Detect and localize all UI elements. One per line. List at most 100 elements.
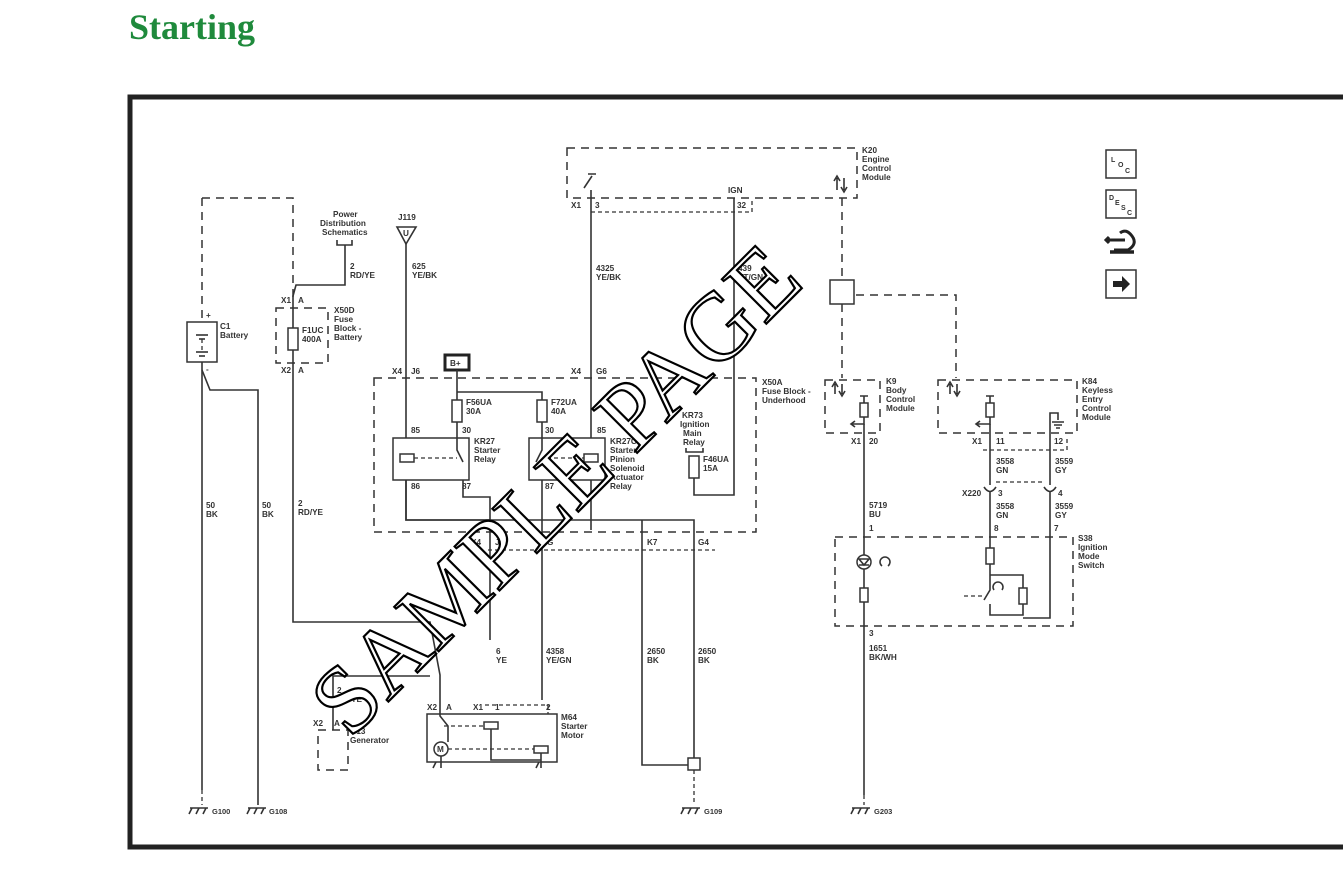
svg-text:X2: X2	[313, 719, 323, 728]
svg-text:M: M	[437, 745, 444, 754]
svg-text:Main: Main	[683, 429, 702, 438]
svg-text:Block -: Block -	[334, 324, 362, 333]
svg-text:J6: J6	[411, 367, 421, 376]
fuse-f72ua[interactable]	[536, 399, 548, 423]
svg-text:X50D: X50D	[334, 306, 355, 315]
svg-text:30: 30	[545, 426, 555, 435]
svg-text:GN: GN	[996, 511, 1008, 520]
svg-text:X50A: X50A	[762, 378, 783, 387]
svg-text:+: +	[206, 311, 211, 320]
svg-text:C1: C1	[220, 322, 231, 331]
svg-text:X1: X1	[972, 437, 982, 446]
svg-text:Fuse Block -: Fuse Block -	[762, 387, 811, 396]
svg-text:3559: 3559	[1055, 502, 1074, 511]
svg-text:2: 2	[337, 686, 342, 695]
svg-text:1651: 1651	[869, 644, 888, 653]
svg-text:C: C	[1127, 210, 1132, 217]
svg-text:VT/GN: VT/GN	[738, 273, 763, 282]
svg-text:S38: S38	[1078, 534, 1093, 543]
loc-icon[interactable]: L O C	[1105, 149, 1137, 179]
starter-motor-m64[interactable]: X2 A X1 1 2 M64 Starter Motor M	[426, 700, 588, 768]
desc-icon[interactable]: D E S C	[1105, 189, 1137, 219]
svg-text:625: 625	[412, 262, 426, 271]
svg-text:K20: K20	[862, 146, 877, 155]
svg-text:GY: GY	[1055, 511, 1067, 520]
svg-text:G13: G13	[350, 727, 366, 736]
bcm-k9[interactable]: K9 Body Control Module X1 20	[824, 377, 915, 446]
relay-kr73[interactable]: KR73 Ignition Main Relay F46UA 15A	[680, 411, 729, 479]
svg-text:BK/WH: BK/WH	[869, 653, 897, 662]
svg-text:Module: Module	[862, 173, 891, 182]
svg-text:Control: Control	[862, 164, 891, 173]
ignition-mode-switch-s38[interactable]: S38 Ignition Mode Switch 1 8 7 3	[834, 524, 1108, 638]
svg-text:30: 30	[462, 426, 472, 435]
svg-text:Underhood: Underhood	[762, 396, 806, 405]
wire-2-rdye-in	[292, 245, 346, 315]
relay-kr27[interactable]: 85 30 86 87 KR27 Starter Relay	[392, 422, 501, 491]
svg-text:GN: GN	[996, 466, 1008, 475]
connector-wrench-icon[interactable]	[1103, 229, 1136, 254]
svg-text:X4: X4	[392, 367, 402, 376]
svg-text:KR27: KR27	[474, 437, 495, 446]
svg-text:RD/YE: RD/YE	[337, 695, 363, 704]
svg-text:Starter: Starter	[561, 722, 588, 731]
svg-text:X1: X1	[281, 296, 291, 305]
svg-text:20: 20	[869, 437, 879, 446]
battery-c1[interactable]: + - C1 Battery	[186, 197, 294, 374]
next-arrow-icon[interactable]	[1105, 269, 1137, 299]
fuse-block-x50a[interactable]: X50A Fuse Block - Underhood X4 J6 X4 G6 …	[373, 367, 811, 551]
svg-text:87: 87	[545, 482, 555, 491]
ground-g100: G100	[188, 790, 230, 816]
keyless-module-k84[interactable]: K84 Keyless Entry Control Module X1 11 1…	[937, 377, 1113, 460]
svg-text:Module: Module	[1082, 413, 1111, 422]
svg-text:GY: GY	[1055, 466, 1067, 475]
svg-text:X2: X2	[427, 703, 437, 712]
svg-text:KR27C: KR27C	[610, 437, 637, 446]
svg-text:IGN: IGN	[728, 186, 743, 195]
svg-text:Schematics: Schematics	[322, 228, 368, 237]
svg-text:Body: Body	[886, 386, 907, 395]
relay-kr27c[interactable]: 30 85 87 KR27C Starter Pinion Solenoid A…	[528, 422, 645, 491]
svg-text:Solenoid: Solenoid	[610, 464, 645, 473]
svg-text:YE: YE	[496, 656, 507, 665]
b-plus-marker: B+	[443, 353, 471, 372]
svg-text:YE/GN: YE/GN	[546, 656, 572, 665]
wire-2-rdye-out	[292, 315, 441, 700]
svg-text:400A: 400A	[302, 335, 322, 344]
svg-text:4325: 4325	[596, 264, 615, 273]
svg-text:KR73: KR73	[682, 411, 703, 420]
svg-text:Relay: Relay	[683, 438, 705, 447]
svg-text:Generator: Generator	[350, 736, 390, 745]
svg-text:Ignition: Ignition	[1078, 543, 1108, 552]
svg-text:G108: G108	[269, 807, 287, 816]
svg-text:1: 1	[869, 524, 874, 533]
svg-text:4: 4	[1058, 489, 1063, 498]
fuse-f56ua[interactable]	[451, 399, 463, 423]
power-distribution-link[interactable]: Power Distribution Schematics	[320, 210, 368, 246]
wire-2650-bk-k7	[641, 520, 688, 766]
svg-text:A: A	[298, 366, 304, 375]
connector-x220[interactable]: X220 3 4	[962, 481, 1063, 498]
svg-text:C: C	[1125, 168, 1130, 175]
svg-text:50: 50	[206, 501, 216, 510]
svg-text:85: 85	[597, 426, 607, 435]
svg-text:11: 11	[996, 437, 1005, 446]
svg-text:Relay: Relay	[610, 482, 632, 491]
svg-text:A: A	[298, 296, 304, 305]
generator-g13[interactable]: G13 Generator X2 A	[313, 719, 390, 771]
svg-text:BK: BK	[262, 510, 274, 519]
svg-text:Distribution: Distribution	[320, 219, 366, 228]
ecm-k20[interactable]: K20 Engine Control Module IGN X1 3 32	[566, 146, 891, 213]
svg-text:BK: BK	[698, 656, 710, 665]
svg-text:3: 3	[998, 489, 1003, 498]
splice-j119[interactable]: J119 U	[395, 213, 418, 246]
svg-text:2650: 2650	[647, 647, 666, 656]
svg-text:U: U	[403, 229, 409, 238]
svg-text:K7: K7	[647, 538, 658, 547]
wire-2-rdye-g13	[332, 675, 430, 730]
svg-text:G109: G109	[704, 807, 722, 816]
fuse-block-x50d[interactable]: X1 A X2 A X50D Fuse Block - Battery F1UC…	[275, 296, 363, 375]
svg-text:G100: G100	[212, 807, 230, 816]
svg-text:32: 32	[737, 201, 747, 210]
